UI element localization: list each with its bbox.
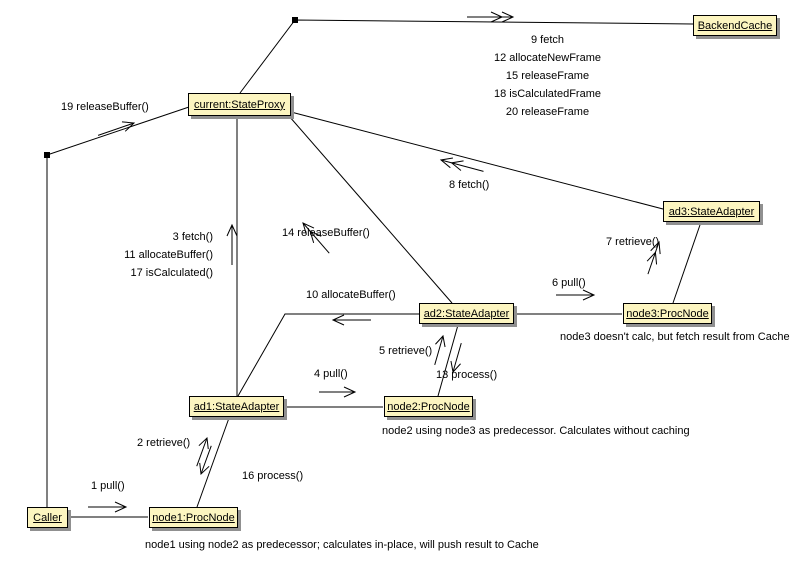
message-label-5: 5 retrieve(): [379, 345, 433, 357]
link-proxy-ad3: [290, 111, 664, 210]
junction-proxy-caller: [44, 152, 50, 158]
arrow-pull-6-icon: [556, 289, 596, 301]
arrow-allocate-buffer-10-icon: [331, 314, 371, 326]
message-label-14: 14 releaseBuffer(): [282, 227, 370, 239]
message-label-4: 4 pull(): [314, 368, 348, 380]
message-label-10: 10 allocateBuffer(): [306, 289, 396, 301]
arrow-retrieve-2-icon: [196, 436, 209, 467]
message-label-7: 7 retrieve(): [606, 236, 660, 248]
arrow-retrieve-7-icon: [646, 240, 661, 275]
object-ad3-state-adapter: ad3:StateAdapter: [663, 201, 760, 222]
message-label-16: 16 process(): [242, 470, 304, 482]
message-label-19: 19 releaseBuffer(): [61, 101, 149, 113]
message-label-6: 6 pull(): [552, 277, 586, 289]
link-node1-ad1: [196, 417, 230, 508]
note-node2: node2 using node3 as predecessor. Calcul…: [382, 425, 690, 437]
object-ad1-state-adapter: ad1:StateAdapter: [189, 396, 284, 417]
object-current-state-proxy: current:StateProxy: [188, 93, 291, 116]
arrow-fetch-8-icon: [439, 157, 484, 172]
arrow-fetch-cache-icon: [467, 11, 515, 23]
arrow-pull-4-icon: [319, 386, 357, 398]
object-caller: Caller: [27, 507, 68, 528]
note-node1: node1 using node2 as predecessor; calcul…: [145, 539, 539, 551]
arrow-retrieve-5-icon: [434, 334, 446, 365]
message-label-11: 11 allocateBuffer(): [124, 249, 213, 261]
arrow-process-16-icon: [199, 445, 212, 476]
message-group-proxy-cache: 9 fetch 12 allocateNewFrame 15 releaseFr…: [450, 31, 645, 121]
object-node2-proc-node: node2:ProcNode: [384, 396, 473, 417]
message-label-17: 17 isCalculated(): [130, 267, 213, 279]
message-label-8: 8 fetch(): [449, 179, 490, 191]
arrow-fetch-3-icon: [226, 223, 238, 265]
message-label-9: 9 fetch: [530, 34, 565, 46]
message-group-ad1-proxy: 3 fetch() 11 allocateBuffer() 17 isCalcu…: [88, 228, 213, 282]
arrow-pull-1-icon: [88, 501, 128, 513]
object-node1-proc-node: node1:ProcNode: [149, 507, 238, 528]
link-proxy-ad2: [288, 115, 453, 304]
message-label-18: 18 isCalculatedFrame: [494, 88, 601, 100]
arrow-release-buffer-14-icon: [302, 222, 330, 254]
link-node3-ad3: [672, 221, 702, 304]
object-ad2-state-adapter: ad2:StateAdapter: [419, 303, 514, 324]
message-label-13: 13 process(): [436, 369, 498, 381]
object-backend-cache: BackendCache: [693, 15, 777, 36]
message-label-20: 20 releaseFrame: [505, 106, 590, 118]
arrow-release-buffer-19-icon: [97, 121, 136, 136]
link-ad1-ad2: [237, 313, 419, 397]
message-label-1: 1 pull(): [91, 480, 125, 492]
message-label-3: 3 fetch(): [172, 231, 213, 243]
link-node2-ad2: [437, 324, 459, 397]
note-node3: node3 doesn't calc, but fetch result fro…: [560, 331, 790, 343]
message-label-12: 12 allocateNewFrame: [494, 52, 601, 64]
message-label-2: 2 retrieve(): [137, 437, 191, 449]
message-label-15: 15 releaseFrame: [505, 70, 590, 82]
arrow-process-13-icon: [450, 343, 462, 374]
junction-proxy-cache: [292, 17, 298, 23]
object-node3-proc-node: node3:ProcNode: [623, 303, 712, 324]
